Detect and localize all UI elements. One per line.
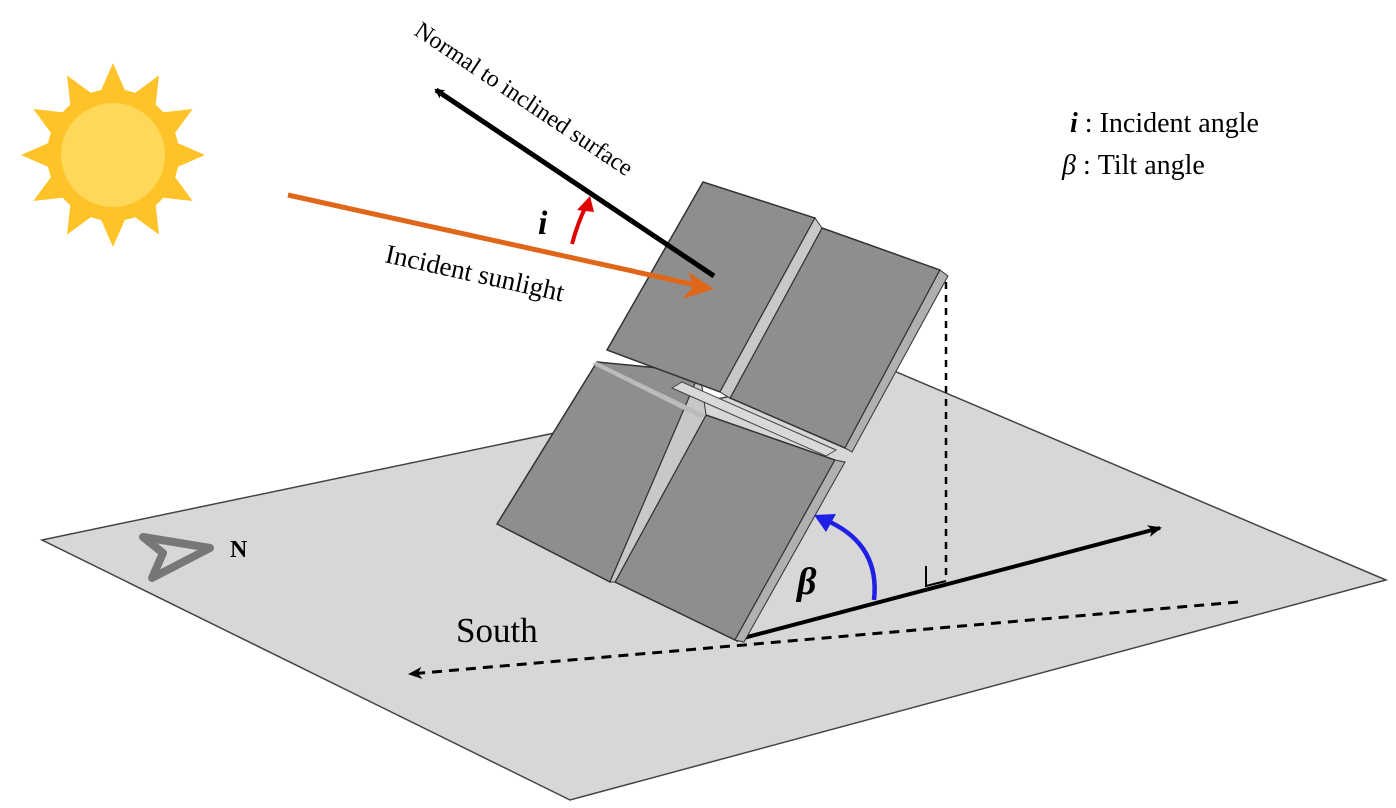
incident-angle-symbol: i [538,205,548,242]
incident-sunlight-arrow [287,192,714,299]
surface-normal-label: Normal to inclined surface [410,17,638,181]
legend-symbol: i [1070,108,1078,139]
tilt-angle-arc [814,514,877,601]
solar-panel-upper [605,181,949,453]
tilt-angle-symbol: β [795,561,817,603]
legend-symbol: β [1062,150,1076,181]
horizontal-reference-arrow [735,525,1162,642]
legend-text: Incident angle [1099,108,1259,139]
incident-angle-arc [570,196,594,245]
legend-separator: : [1075,150,1098,181]
solar-panel-lower [495,361,846,643]
legend-item-tilt-angle: β : Tilt angle [1062,150,1205,182]
surface-normal-arrow [434,87,716,279]
legend-text: Tilt angle [1097,150,1205,181]
south-label: South [456,611,538,650]
right-angle-mark [925,566,947,588]
legend-item-incident-angle: i : Incident angle [1070,108,1259,140]
sun-icon [21,63,205,247]
south-direction-arrow [408,600,1239,679]
panel-gap [670,381,838,457]
north-label: N [230,537,248,563]
north-compass-icon [139,533,214,582]
legend-separator: : [1077,108,1100,139]
